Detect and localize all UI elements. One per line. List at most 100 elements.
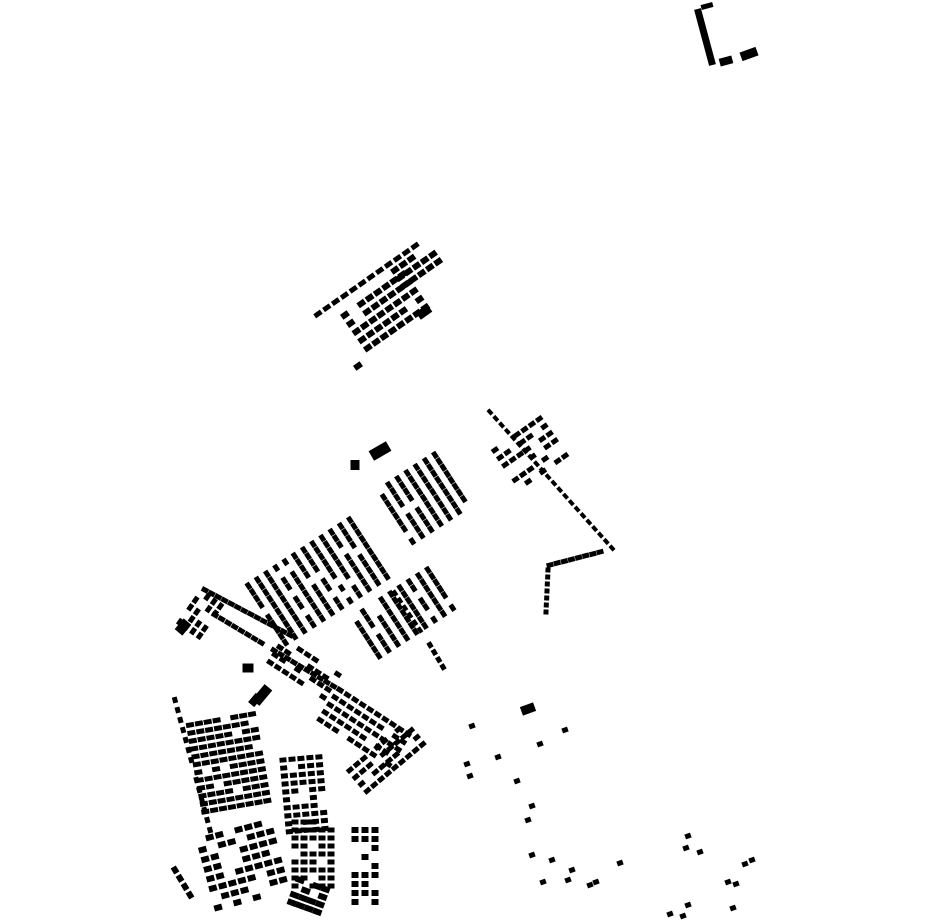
- building: [404, 596, 413, 605]
- building: [309, 827, 317, 833]
- building: [371, 768, 380, 777]
- building: [406, 253, 417, 264]
- building: [357, 334, 368, 345]
- building: [398, 306, 409, 316]
- building: [492, 414, 500, 423]
- building: [299, 626, 308, 635]
- building: [397, 499, 406, 509]
- building: [466, 772, 474, 780]
- building: [398, 627, 407, 636]
- building: [393, 639, 402, 648]
- building: [285, 828, 294, 835]
- building: [371, 730, 380, 739]
- building: [315, 762, 324, 768]
- building: [307, 770, 316, 777]
- building: [300, 835, 308, 841]
- building: [351, 827, 359, 833]
- building: [394, 474, 403, 484]
- building: [187, 729, 196, 737]
- building: [224, 788, 234, 795]
- building: [398, 481, 407, 490]
- building: [399, 608, 408, 618]
- building: [366, 547, 375, 556]
- building: [362, 540, 371, 550]
- building: [408, 537, 417, 546]
- building: [347, 559, 357, 568]
- building: [195, 728, 205, 735]
- building: [408, 602, 417, 612]
- building: [528, 802, 536, 810]
- building: [281, 638, 290, 647]
- building: [425, 463, 434, 472]
- building: [439, 463, 448, 472]
- building: [275, 643, 285, 652]
- building: [396, 583, 405, 593]
- building: [537, 434, 547, 443]
- building: [392, 254, 403, 263]
- building: [331, 725, 340, 735]
- building: [373, 710, 382, 719]
- building: [285, 631, 295, 639]
- building: [290, 780, 298, 786]
- building: [596, 531, 604, 539]
- building: [418, 578, 427, 587]
- building: [373, 742, 382, 752]
- building: [494, 753, 502, 761]
- building: [327, 883, 335, 889]
- building: [194, 619, 203, 629]
- building: [426, 525, 435, 534]
- building: [287, 607, 296, 616]
- building: [356, 720, 365, 729]
- building: [300, 827, 308, 833]
- building: [266, 658, 275, 667]
- building: [390, 311, 400, 322]
- building: [253, 820, 263, 829]
- building: [383, 499, 392, 508]
- building: [371, 337, 382, 347]
- building: [250, 634, 259, 643]
- building: [359, 607, 368, 617]
- building: [309, 670, 318, 679]
- building: [231, 721, 241, 729]
- building: [283, 648, 292, 657]
- building: [246, 832, 256, 841]
- building: [248, 767, 258, 774]
- building: [278, 613, 287, 622]
- building: [239, 886, 250, 895]
- building: [684, 832, 692, 840]
- building: [227, 879, 237, 888]
- building: [225, 739, 234, 746]
- building: [568, 866, 576, 874]
- building: [468, 722, 476, 730]
- building: [234, 866, 244, 875]
- building: [420, 475, 429, 484]
- building: [368, 718, 378, 727]
- building: [503, 448, 512, 457]
- building: [310, 802, 318, 809]
- building: [602, 537, 610, 546]
- building: [348, 540, 358, 550]
- building: [336, 602, 345, 611]
- building: [303, 551, 313, 561]
- building: [200, 586, 210, 594]
- building: [384, 480, 393, 490]
- building: [363, 613, 372, 623]
- building: [407, 621, 416, 630]
- building: [359, 754, 369, 763]
- building: [390, 265, 400, 275]
- building: [371, 899, 379, 905]
- building: [550, 479, 558, 487]
- building: [204, 726, 214, 733]
- building: [402, 487, 411, 496]
- building: [222, 723, 232, 730]
- building: [238, 712, 248, 719]
- building: [208, 799, 218, 806]
- building: [177, 716, 184, 724]
- building: [185, 890, 195, 900]
- building: [297, 582, 306, 592]
- building: [550, 437, 560, 446]
- building: [230, 770, 240, 778]
- building: [261, 849, 271, 858]
- building: [233, 603, 242, 612]
- building: [352, 760, 362, 769]
